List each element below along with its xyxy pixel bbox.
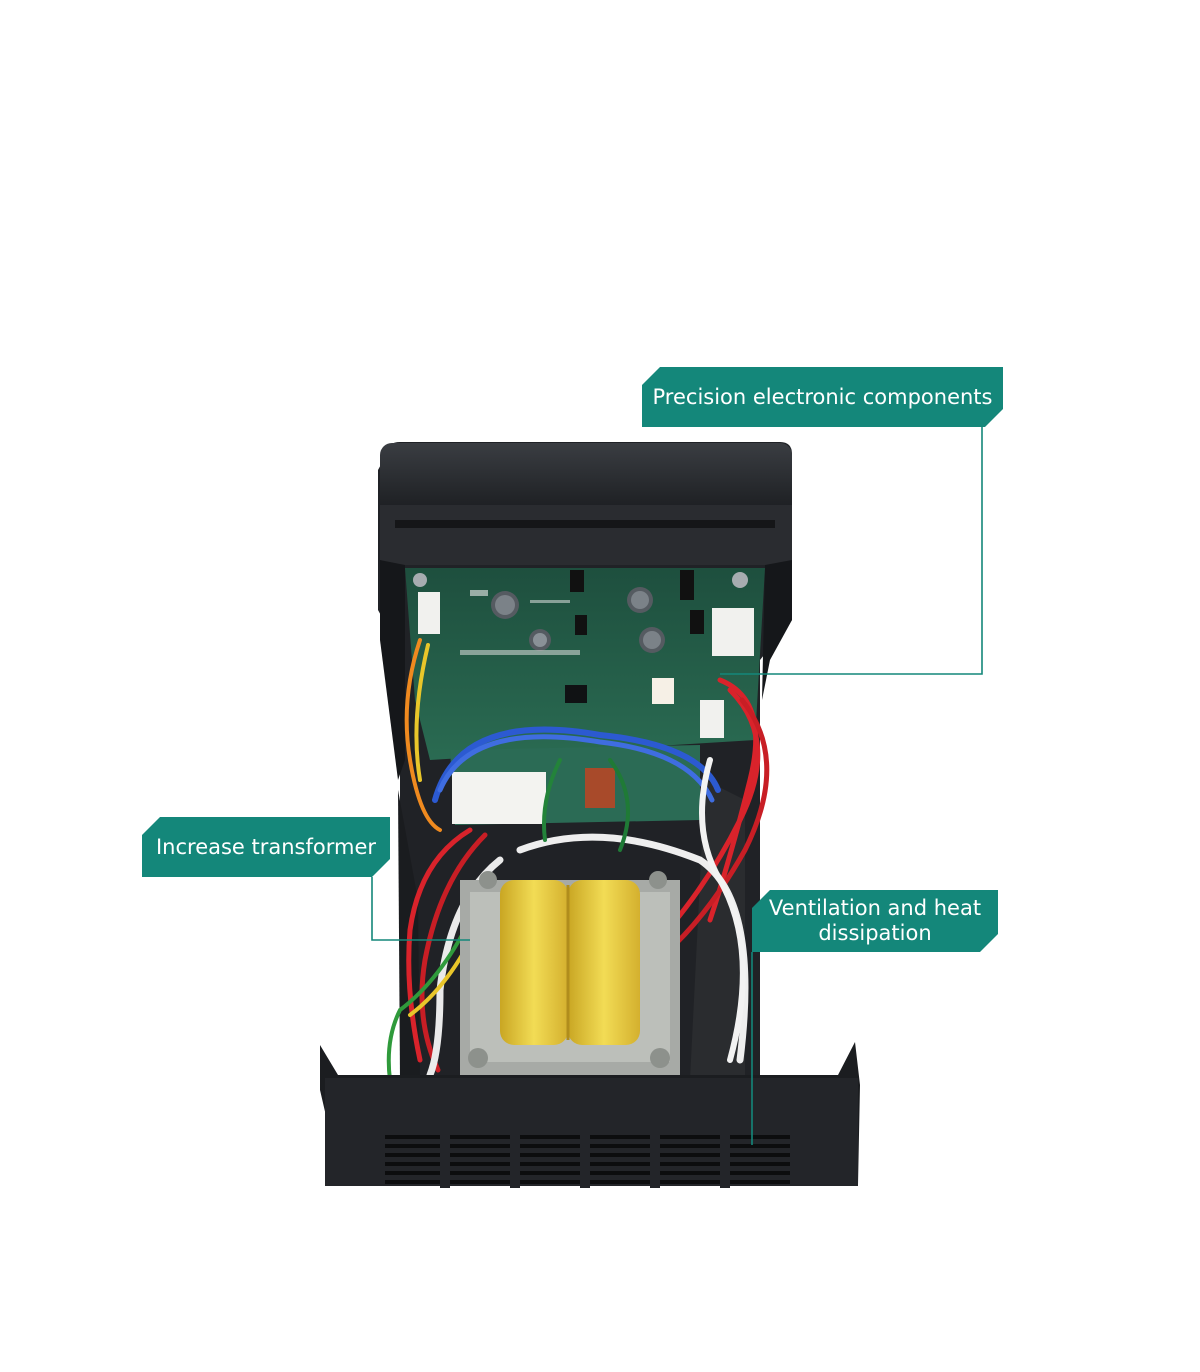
- ventilation-grille-icon: [320, 1042, 860, 1188]
- leader-lines: [371, 427, 983, 1145]
- transformer-icon: [460, 871, 680, 1075]
- pcb-board-icon: [405, 568, 765, 825]
- label-text: Precision electronic components: [652, 384, 993, 409]
- label-ventilation-heat-dissipation: Ventilation and heat dissipation: [752, 890, 998, 952]
- label-text: Increase transformer: [155, 834, 377, 859]
- label-precision-electronic-components: Precision electronic components: [642, 367, 1003, 427]
- label-increase-transformer: Increase transformer: [142, 817, 390, 877]
- label-text: Ventilation and heat dissipation: [768, 896, 982, 945]
